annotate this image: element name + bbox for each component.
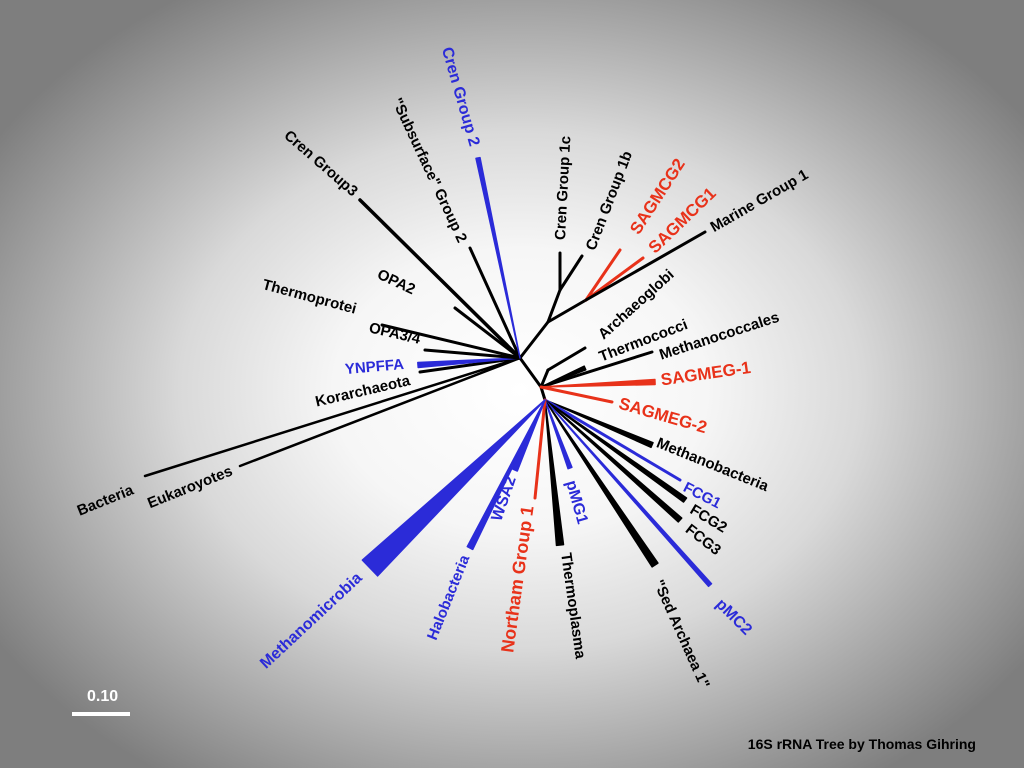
internal-branch (518, 356, 543, 389)
branch-opa3-4 (423, 348, 522, 360)
branch-bacteria (143, 356, 522, 478)
branch-thermoplasma (544, 399, 565, 547)
taxon-label-thermoplasma: Thermoplasma (557, 552, 589, 661)
branch-cren-group-2 (475, 156, 521, 359)
branch-ynpffa (417, 357, 521, 369)
branch-halobacteria (466, 399, 546, 551)
internal-branch (518, 320, 550, 360)
branch-sagmeg-2 (539, 385, 614, 404)
branch-pmc2 (544, 399, 713, 588)
taxon-label-eukaryotes: Eukaroyotes (145, 463, 235, 512)
taxon-label-cren-group-1c: Cren Group 1c (552, 135, 574, 240)
figure-caption: 16S rRNA Tree by Thomas Gihring (747, 736, 976, 752)
branch-korarchaeota (418, 356, 522, 374)
branch-subsurface-group-2 (468, 246, 522, 360)
internal-branch (539, 385, 547, 402)
branch-pmg1 (544, 399, 573, 470)
internal-branch (546, 298, 588, 324)
scale-bar (72, 712, 130, 716)
branch-sagmcg2 (584, 248, 622, 302)
branch-fcg2 (544, 399, 688, 503)
tree-branches (143, 156, 713, 588)
taxon-label-pmc2: pMC2 (712, 596, 755, 639)
taxon-label-opa2: OPA2 (375, 266, 418, 298)
branch-methanomicrobia (361, 399, 546, 577)
taxon-label-bacteria: Bacteria (75, 481, 137, 519)
taxon-label-sed-archaea-1: "Sed Archaea 1" (650, 577, 713, 691)
taxon-label-pmg1: pMG1 (562, 479, 591, 527)
internal-branch (546, 288, 562, 324)
taxon-label-opa3-4: OPA3/4 (367, 319, 422, 347)
branch-eukaryotes (238, 356, 522, 468)
taxon-label-halobacteria: Halobacteria (424, 552, 474, 642)
branch-methanobacteria (544, 399, 654, 449)
taxon-label-thermoprotei: Thermoprotei (261, 276, 359, 317)
branch-thermoprotei (380, 323, 522, 360)
branch-cren-group3 (358, 198, 522, 360)
taxon-label-cren-group-2: Cren Group 2 (438, 45, 483, 148)
taxon-label-cren-group-1b: Cren Group 1b (583, 149, 637, 253)
branch-sed-archaea-1 (544, 399, 659, 568)
branch-sagmeg-1 (540, 378, 656, 388)
internal-branch (539, 368, 550, 389)
branch-archaeoglobi (546, 346, 587, 372)
taxon-label-methanobacteria: Methanobacteria (654, 435, 771, 496)
taxon-label-northam-group-1: Northam Group 1 (497, 504, 537, 653)
branch-fcg1 (543, 398, 682, 482)
taxon-label-sagmeg-2: SAGMEG-2 (617, 394, 709, 437)
branch-methanococcales (539, 350, 654, 389)
scale-bar-label: 0.10 (87, 688, 119, 705)
taxon-label-marine-group-1: Marine Group 1 (707, 166, 811, 236)
taxon-label-methanomicrobia: Methanomicrobia (257, 570, 366, 673)
taxon-label-ynpffa: YNPFFA (344, 356, 405, 378)
taxon-label-cren-group3: Cren Group3 (281, 127, 361, 200)
branch-cren-group-1b (558, 254, 584, 292)
taxon-label-sagmeg-1: SAGMEG-1 (660, 358, 752, 389)
branch-fcg3 (544, 399, 683, 523)
branch-marine-group-1 (584, 230, 707, 302)
branch-northam-group-1 (533, 398, 547, 500)
